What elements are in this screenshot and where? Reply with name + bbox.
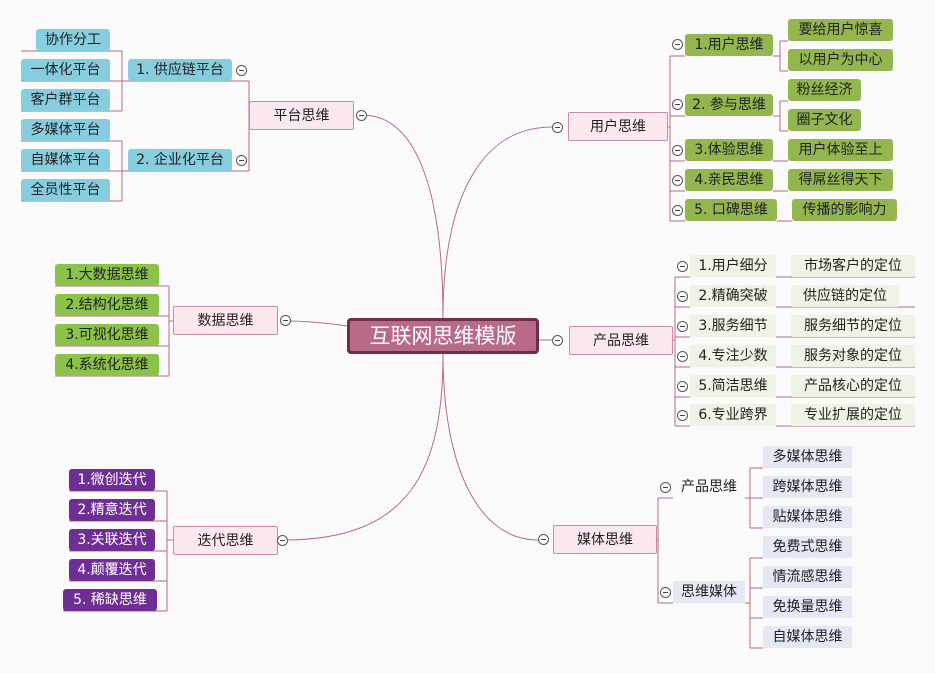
leaf-ux-first[interactable]: 用户体验至上 bbox=[788, 139, 893, 161]
connector-center-iteration bbox=[283, 353, 444, 541]
minus-circle-icon[interactable] bbox=[660, 482, 671, 493]
topic-iteration[interactable]: 迭代思维 bbox=[173, 526, 278, 555]
leaf-core-positioning[interactable]: 产品核心的定位 bbox=[791, 375, 915, 397]
subtopic-simplicity[interactable]: 5.简洁思维 bbox=[690, 375, 776, 397]
subtopic-enterprise[interactable]: 2. 企业化平台 bbox=[128, 149, 232, 171]
minus-circle-icon[interactable] bbox=[677, 351, 688, 362]
minus-circle-icon[interactable] bbox=[677, 291, 688, 302]
minus-circle-icon[interactable] bbox=[356, 110, 367, 121]
leaf-refine-iteration[interactable]: 2.精意迭代 bbox=[69, 499, 155, 521]
leaf-collaboration[interactable]: 协作分工 bbox=[36, 29, 110, 51]
leaf-structured[interactable]: 2.结构化思维 bbox=[55, 294, 159, 316]
leaf-disruptive-iteration[interactable]: 4.颠覆迭代 bbox=[69, 559, 155, 581]
connector-center-user bbox=[442, 126, 553, 319]
leaf-self-media-thinking[interactable]: 自媒体思维 bbox=[763, 626, 852, 648]
minus-circle-icon[interactable] bbox=[236, 65, 247, 76]
leaf-market-positioning[interactable]: 市场客户的定位 bbox=[791, 255, 915, 277]
leaf-fan-economy[interactable]: 粉丝经济 bbox=[788, 79, 861, 101]
leaf-exchange-thinking[interactable]: 免换量思维 bbox=[763, 596, 852, 618]
central-topic[interactable]: 互联网思维模版 bbox=[347, 318, 539, 354]
leaf-selfmedia-platform[interactable]: 自媒体平台 bbox=[21, 149, 110, 171]
connector-center-platform bbox=[361, 114, 444, 319]
minus-circle-icon[interactable] bbox=[672, 175, 683, 186]
minus-circle-icon[interactable] bbox=[677, 410, 688, 421]
leaf-win-the-masses[interactable]: 得屌丝得天下 bbox=[788, 169, 893, 191]
minus-circle-icon[interactable] bbox=[280, 315, 291, 326]
minus-circle-icon[interactable] bbox=[277, 535, 288, 546]
minus-circle-icon[interactable] bbox=[672, 39, 683, 50]
subtopic-user-thinking[interactable]: 1.用户思维 bbox=[685, 34, 773, 56]
leaf-cross-media-thinking[interactable]: 跨媒体思维 bbox=[763, 476, 852, 498]
topic-media[interactable]: 媒体思维 bbox=[553, 525, 657, 554]
minus-circle-icon[interactable] bbox=[672, 145, 683, 156]
leaf-target-positioning[interactable]: 服务对象的定位 bbox=[791, 345, 915, 367]
leaf-service-detail-positioning[interactable]: 服务细节的定位 bbox=[791, 315, 915, 337]
subtopic-supply-chain[interactable]: 1. 供应链平台 bbox=[128, 59, 232, 81]
leaf-spread-influence[interactable]: 传播的影响力 bbox=[792, 199, 897, 221]
leaf-emotion-flow-thinking[interactable]: 情流感思维 bbox=[763, 566, 852, 588]
minus-circle-icon[interactable] bbox=[677, 381, 688, 392]
leaf-all-staff-platform[interactable]: 全员性平台 bbox=[21, 179, 110, 201]
leaf-free-thinking[interactable]: 免费式思维 bbox=[763, 536, 852, 558]
leaf-user-centered[interactable]: 以用户为中心 bbox=[788, 49, 893, 71]
leaf-integrated-platform[interactable]: 一体化平台 bbox=[21, 59, 110, 81]
leaf-surprise-users[interactable]: 要给用户惊喜 bbox=[788, 19, 893, 41]
subtopic-focus-few[interactable]: 4.专注少数 bbox=[690, 345, 776, 367]
minus-circle-icon[interactable] bbox=[672, 205, 683, 216]
minus-circle-icon[interactable] bbox=[660, 587, 671, 598]
subtopic-approachable[interactable]: 4.亲民思维 bbox=[685, 169, 773, 191]
connector-center-data bbox=[285, 320, 348, 327]
leaf-systematic[interactable]: 4.系统化思维 bbox=[55, 354, 159, 376]
subtopic-experience[interactable]: 3.体验思维 bbox=[685, 139, 773, 161]
subtopic-participation[interactable]: 2. 参与思维 bbox=[685, 94, 773, 116]
leaf-customer-platform[interactable]: 客户群平台 bbox=[21, 89, 110, 111]
leaf-scarcity[interactable]: 5. 稀缺思维 bbox=[63, 589, 157, 611]
subtopic-service-detail[interactable]: 3.服务细节 bbox=[690, 315, 776, 337]
leaf-multimedia-platform[interactable]: 多媒体平台 bbox=[21, 119, 110, 141]
subtopic-media-product[interactable]: 产品思维 bbox=[681, 479, 737, 495]
topic-product[interactable]: 产品思维 bbox=[569, 326, 673, 355]
subtopic-precise-breakthrough[interactable]: 2.精确突破 bbox=[690, 285, 776, 307]
minus-circle-icon[interactable] bbox=[677, 261, 688, 272]
minus-circle-icon[interactable] bbox=[538, 534, 549, 545]
subtopic-user-segmentation[interactable]: 1.用户细分 bbox=[690, 255, 776, 277]
topic-data[interactable]: 数据思维 bbox=[173, 306, 278, 335]
leaf-visualization[interactable]: 3.可视化思维 bbox=[55, 324, 159, 346]
leaf-circle-culture[interactable]: 圈子文化 bbox=[788, 109, 861, 131]
leaf-micro-iteration[interactable]: 1.微创迭代 bbox=[69, 469, 155, 491]
minus-circle-icon[interactable] bbox=[677, 321, 688, 332]
subtopic-thinking-media[interactable]: 思维媒体 bbox=[673, 581, 745, 603]
leaf-paste-media-thinking[interactable]: 贴媒体思维 bbox=[763, 506, 852, 528]
leaf-multimedia-thinking[interactable]: 多媒体思维 bbox=[763, 446, 852, 468]
leaf-big-data[interactable]: 1.大数据思维 bbox=[55, 264, 159, 286]
leaf-expansion-positioning[interactable]: 专业扩展的定位 bbox=[791, 404, 915, 426]
minus-circle-icon[interactable] bbox=[552, 122, 563, 133]
leaf-related-iteration[interactable]: 3.关联迭代 bbox=[69, 529, 155, 551]
subtopic-word-of-mouth[interactable]: 5. 口碑思维 bbox=[685, 199, 777, 221]
connector-center-media bbox=[442, 353, 539, 541]
subtopic-crossover[interactable]: 6.专业跨界 bbox=[690, 404, 776, 426]
minus-circle-icon[interactable] bbox=[552, 335, 563, 346]
leaf-supply-positioning[interactable]: 供应链的定位 bbox=[791, 285, 899, 307]
minus-circle-icon[interactable] bbox=[672, 99, 683, 110]
topic-user[interactable]: 用户思维 bbox=[568, 112, 668, 141]
topic-platform[interactable]: 平台思维 bbox=[249, 101, 354, 130]
minus-circle-icon[interactable] bbox=[236, 155, 247, 166]
